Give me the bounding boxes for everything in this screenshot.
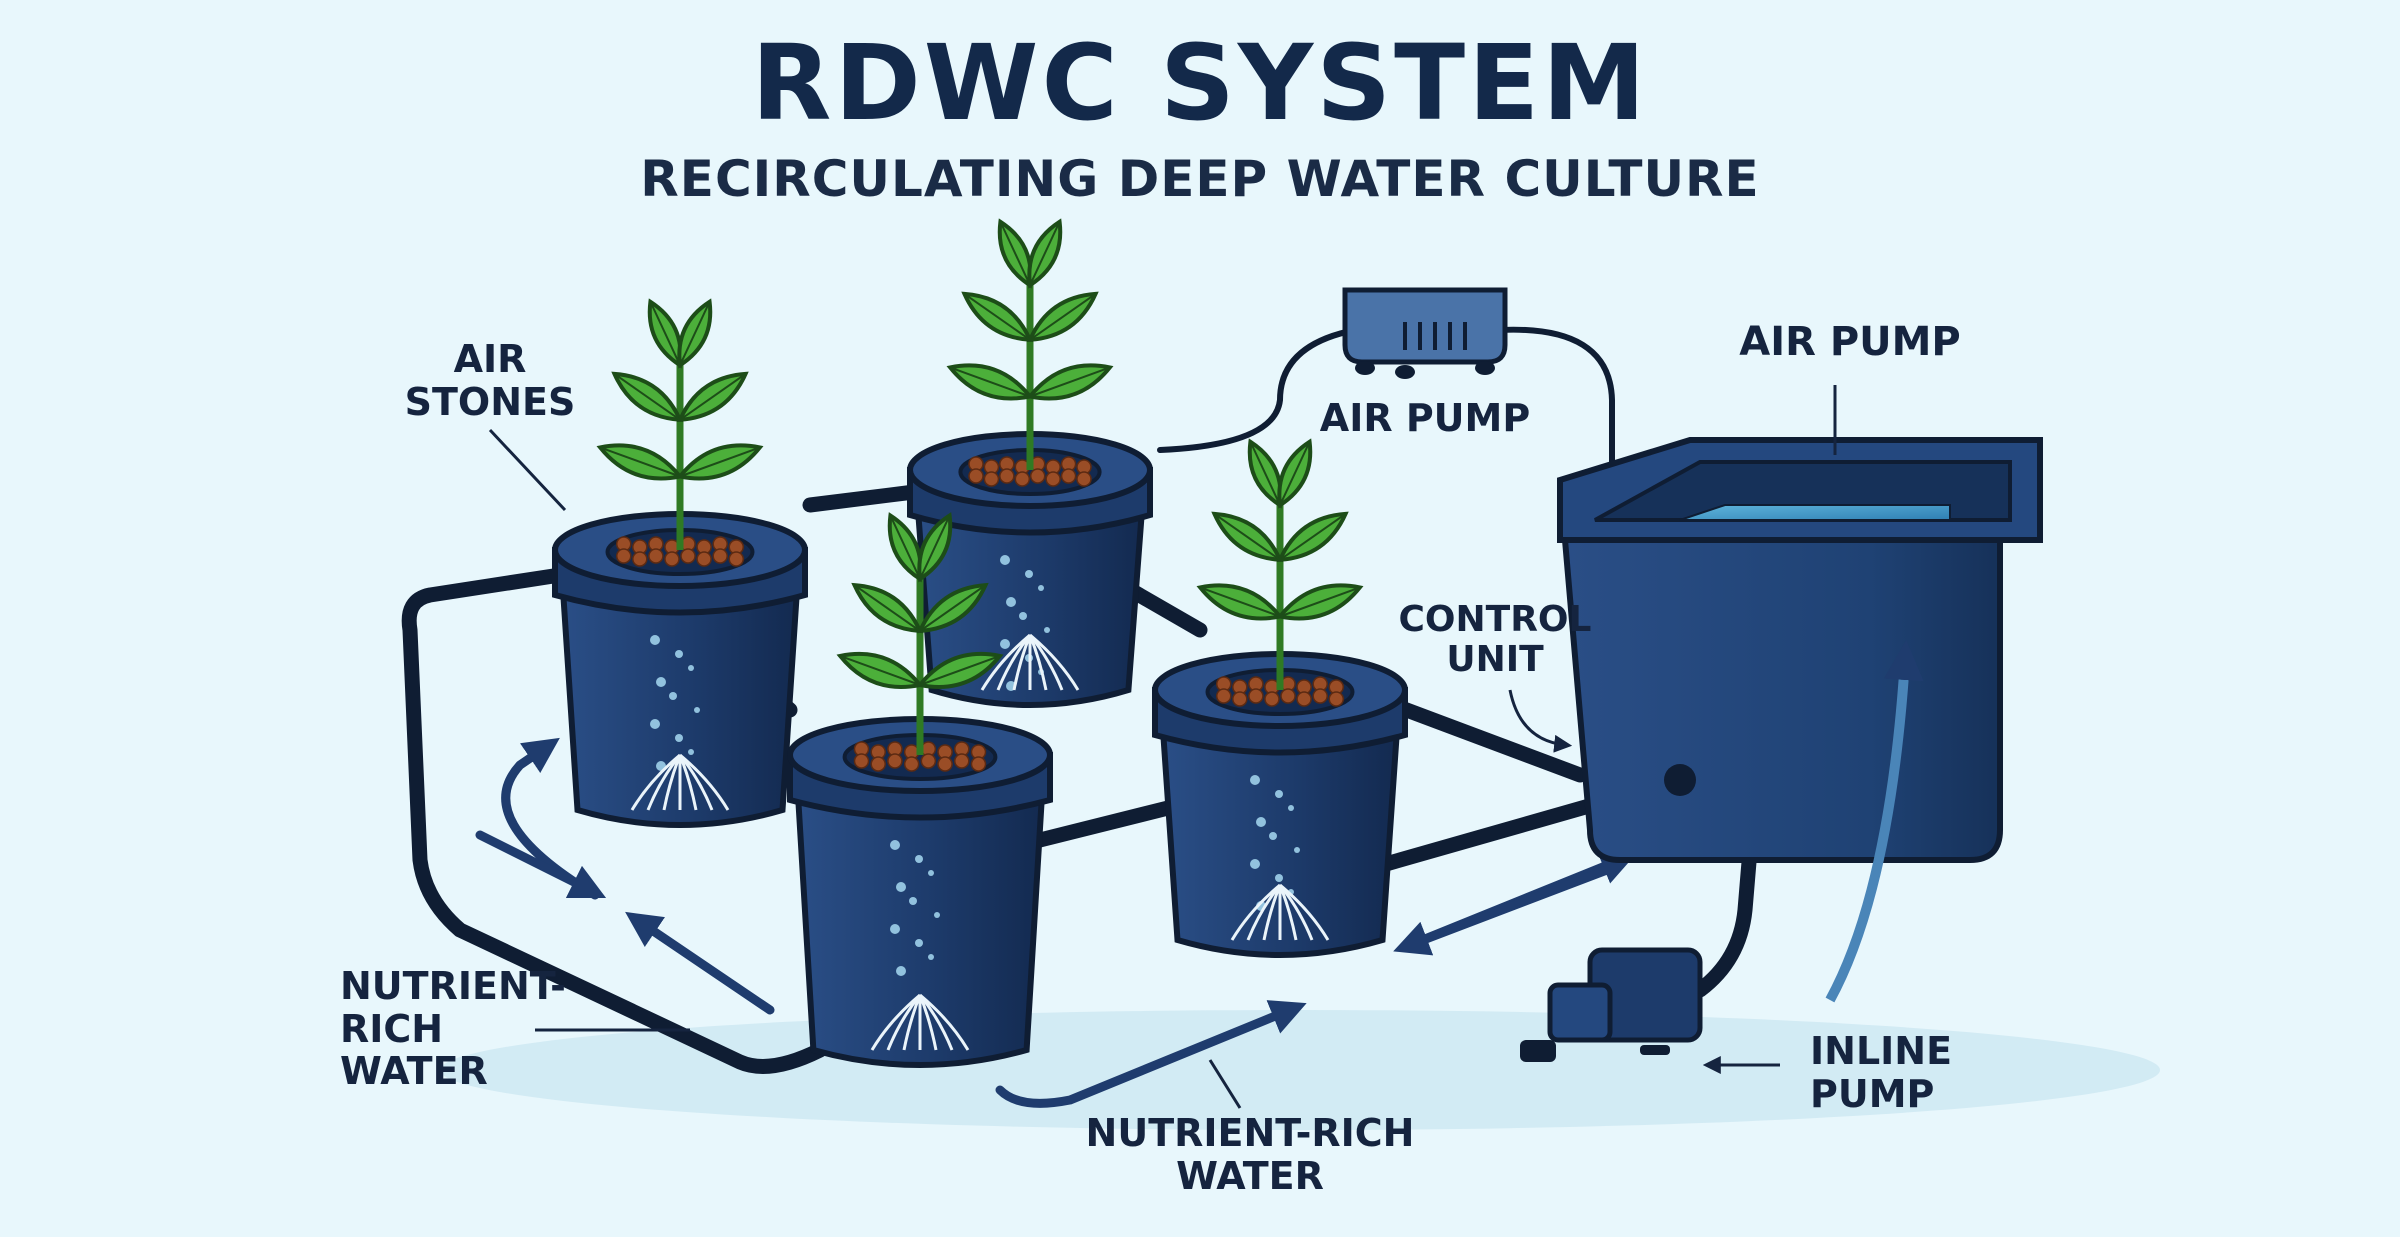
plant (946, 218, 1114, 470)
reservoir-return-arrow (1825, 640, 1924, 1003)
leaf (917, 512, 953, 583)
label-air-pump-reservoir: AIR PUMP (1739, 319, 1961, 365)
leaf (596, 443, 684, 481)
air-tubes (1157, 326, 1615, 478)
leaf (1277, 438, 1313, 509)
air-tube-left (1157, 327, 1358, 453)
leaf (1276, 583, 1364, 621)
leaf (961, 291, 1034, 343)
bucket-body (1159, 727, 1401, 958)
diagram-title: RDWC SYSTEM (751, 22, 1649, 144)
roots (980, 633, 1080, 691)
air-bubbles (1250, 775, 1300, 911)
label-nutrient-rich-water-bottom: NUTRIENT-RICH WATER (1085, 1111, 1415, 1198)
leaf (916, 651, 1004, 690)
pipe-left-loop (401, 567, 828, 1074)
plant (1196, 438, 1364, 690)
label-nutrient-rich-water-left: NUTRIENT- RICH WATER (340, 964, 566, 1094)
flow-arrow-left-back (625, 911, 775, 1015)
label-inline-pump: INLINE PUMP (1810, 1029, 1953, 1116)
bucket-body (559, 587, 801, 828)
leaf (946, 363, 1034, 401)
pipe-front-link (1032, 797, 1188, 848)
air-tube-right (1497, 326, 1615, 478)
leaf (1211, 511, 1284, 563)
roots (630, 753, 730, 811)
plant (836, 512, 1004, 755)
bucket-right (1152, 438, 1408, 958)
leaf (1026, 291, 1099, 343)
reservoir-water (1679, 504, 1951, 521)
roots (870, 993, 970, 1051)
flow-arrows (475, 737, 1637, 1108)
bucket-left (552, 298, 808, 828)
label-air-stones: AIR STONES (404, 337, 576, 424)
clay-pebbles (1216, 676, 1344, 707)
pipe-rear-right (1372, 692, 1588, 783)
leaf (1196, 583, 1284, 621)
air-bubbles (890, 840, 940, 976)
flow-arrow-right-back (1393, 860, 1625, 956)
leaf (851, 582, 924, 634)
leaf (676, 371, 749, 423)
label-air-pump-center: AIR PUMP (1319, 396, 1531, 440)
label-control-unit: CONTROL UNIT (1398, 599, 1592, 681)
diagram-subtitle: RECIRCULATING DEEP WATER CULTURE (640, 150, 1760, 208)
bucket-back (907, 218, 1153, 708)
buckets (552, 218, 1408, 1068)
leaf (916, 582, 989, 634)
leaf (1276, 511, 1349, 563)
leaf (1027, 218, 1063, 289)
roots (1230, 883, 1330, 941)
inline-pump-unit (1520, 947, 1703, 1062)
air-pump-unit (1342, 287, 1508, 379)
leaf (676, 443, 764, 481)
plant (596, 298, 764, 550)
pipe-pump-to-reservoir (1692, 842, 1758, 998)
leaf (611, 371, 684, 423)
bucket-front (787, 512, 1053, 1068)
leader-control-unit (1508, 689, 1573, 753)
air-bubbles (650, 635, 700, 771)
leader-lines (488, 385, 1837, 1109)
leader-nutrient-bottom (1208, 1059, 1242, 1109)
leader-air-stones (488, 428, 567, 512)
leaf (677, 298, 713, 369)
leaf (1026, 363, 1114, 401)
clay-pebbles (968, 456, 1092, 487)
clay-pebbles (616, 536, 744, 567)
flow-arrow-left-down (475, 830, 607, 899)
bucket-body (794, 792, 1046, 1068)
clay-pebbles (853, 741, 987, 772)
flow-arrow-bottom (995, 1000, 1307, 1108)
reservoir (1557, 437, 2043, 1003)
leaf (836, 651, 924, 690)
